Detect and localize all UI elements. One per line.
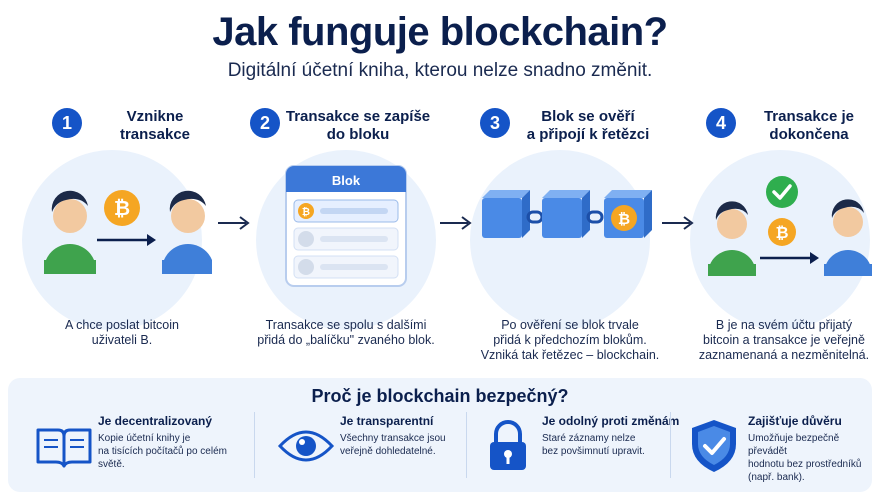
divider [670, 412, 671, 478]
bitcoin-coin-icon: ₿ [104, 190, 140, 226]
step-4-illustration: ₿ [708, 176, 872, 276]
feature-decentralized: Je decentralizovaný Kopie účetní knihy j… [34, 412, 246, 486]
step-2-description: Transakce se spolu s dalšími přidá do „b… [257, 318, 435, 347]
shield-check-icon [692, 420, 736, 472]
step-number: 4 [706, 108, 736, 138]
step-number: 3 [480, 108, 510, 138]
step-title: Blok se ověří a připojí k řetězci [526, 108, 650, 143]
block-card-icon: Blok ₿ [285, 165, 407, 287]
book-icon [36, 428, 92, 468]
lock-icon [490, 420, 526, 470]
block-label: Blok [332, 173, 361, 188]
step-3-description: Po ověření se blok trvale přidá k předch… [480, 318, 660, 362]
step-title: Vznikne transakce [119, 108, 191, 143]
step-number: 2 [250, 108, 280, 138]
flow-arrow-icon [440, 216, 472, 230]
step-3: 3 Blok se ověří a připojí k řetězci ₿ [470, 102, 680, 352]
flow-arrow-icon [218, 216, 250, 230]
step-title: Transakce se zapíše do bloku [285, 108, 431, 143]
divider [466, 412, 467, 478]
step-title: Transakce je dokončena [763, 108, 855, 143]
feature-trust: Zajišťuje důvěru Umožňuje bezpečně převá… [684, 412, 880, 486]
chain-blocks-icon: ₿ [482, 190, 652, 238]
svg-text:₿: ₿ [618, 211, 630, 228]
transfer-arrow-icon [97, 234, 156, 246]
security-title: Proč je blockchain bezpečný? [311, 386, 569, 406]
flow-arrow-icon [662, 216, 694, 230]
page-title: Jak funguje blockchain? [212, 10, 668, 54]
step-3-illustration: ₿ [482, 190, 652, 238]
person-a-icon [708, 201, 756, 276]
eye-icon [277, 430, 335, 462]
person-b-icon [162, 190, 212, 274]
step-4-description: B je na svém účtu přijatý bitcoin a tran… [698, 318, 870, 362]
svg-text:₿: ₿ [775, 224, 788, 242]
step-2: 2 Transakce se zapíše do bloku Blok ₿ [250, 102, 450, 352]
feature-tamper-resistant: Je odolný proti změnám Staré záznamy nel… [478, 412, 690, 486]
person-a-icon [44, 190, 96, 274]
security-panel: Proč je blockchain bezpečný? Je decentra… [8, 378, 872, 492]
step-1-description: A chce poslat bitcoin uživateli B. [65, 318, 179, 347]
bitcoin-coin-icon: ₿ [768, 218, 796, 246]
transfer-arrow-icon [760, 252, 819, 264]
svg-text:₿: ₿ [302, 206, 310, 218]
feature-transparent: Je transparentní Všechny transakce jsou … [276, 412, 488, 486]
svg-text:₿: ₿ [114, 198, 130, 220]
divider [254, 412, 255, 478]
checkmark-icon [766, 176, 798, 208]
step-header: 2 Transakce se zapíše do bloku [250, 102, 450, 148]
step-4: 4 Transakce je dokončena ₿ [690, 102, 880, 352]
step-number: 1 [52, 108, 82, 138]
step-header: 1 Vznikne transakce [52, 102, 252, 148]
step-1-illustration: ₿ [44, 190, 212, 274]
step-2-illustration: Blok ₿ [285, 165, 407, 287]
step-header: 4 Transakce je dokončena [706, 102, 880, 148]
step-circle [470, 150, 650, 330]
person-b-icon [824, 199, 872, 276]
step-header: 3 Blok se ověří a připojí k řetězci [480, 102, 680, 148]
step-1: 1 Vznikne transakce ₿ [22, 102, 252, 352]
page-subtitle: Digitální účetní kniha, kterou nelze sna… [227, 60, 653, 81]
